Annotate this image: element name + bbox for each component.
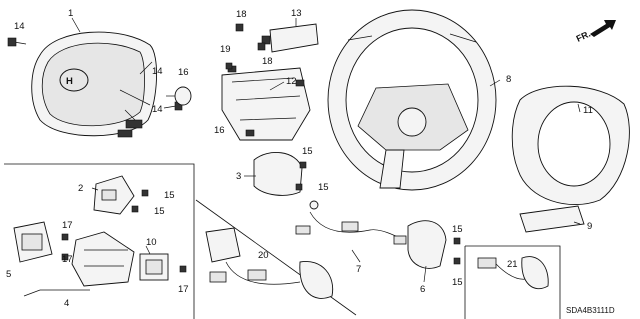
switch-bracket-assembly[interactable]	[221, 65, 311, 141]
label-1: 1	[68, 8, 73, 19]
harness-21[interactable]	[477, 256, 549, 290]
bolt-14-left-icon	[7, 37, 27, 47]
label-14b: 14	[152, 66, 163, 77]
label-12: 12	[286, 76, 297, 87]
screw-15-c-icon	[141, 189, 149, 197]
lower-cover-9[interactable]	[519, 205, 585, 233]
switch-assembly-5[interactable]	[13, 221, 53, 263]
label-15e: 15	[452, 224, 463, 235]
airbag-module[interactable]: H	[31, 31, 157, 138]
label-15d: 15	[154, 206, 165, 217]
label-6: 6	[420, 284, 425, 295]
label-14c: 14	[152, 104, 163, 115]
harness-20[interactable]	[205, 227, 334, 299]
screw-18-lower-icon	[257, 42, 266, 51]
label-15a: 15	[302, 146, 313, 157]
svg-text:H: H	[66, 76, 73, 87]
leader-lines	[23, 17, 581, 297]
label-15f: 15	[452, 277, 463, 288]
switch-assembly-4[interactable]	[71, 231, 135, 287]
screw-15-b-icon	[295, 183, 303, 191]
label-20: 20	[258, 250, 269, 261]
label-11: 11	[583, 105, 593, 116]
screw-15-e-icon	[453, 237, 461, 245]
label-14a: 14	[14, 21, 25, 32]
bracket-13[interactable]	[261, 23, 319, 53]
harness-7[interactable]	[295, 200, 407, 245]
label-17b: 17	[62, 254, 73, 265]
label-17a: 17	[62, 220, 73, 231]
screw-18-top-icon	[235, 23, 244, 32]
screw-17-c-icon	[179, 265, 187, 273]
label-16b: 16	[214, 125, 225, 136]
screw-17-a-icon	[61, 233, 69, 241]
label-18b: 18	[262, 56, 273, 67]
front-direction-arrow-icon	[590, 20, 616, 37]
honda-logo-icon	[59, 68, 89, 92]
label-10: 10	[146, 237, 157, 248]
steering-wheel[interactable]	[327, 9, 497, 191]
label-16a: 16	[178, 67, 189, 78]
screw-19-icon	[225, 62, 233, 70]
steering-rear-cover[interactable]	[511, 85, 630, 206]
screw-15-f-icon	[453, 257, 461, 265]
direction-label: FR.	[575, 29, 592, 44]
switch-cover-3[interactable]	[253, 152, 303, 196]
label-7: 7	[356, 264, 361, 275]
screw-15-d-icon	[131, 205, 139, 213]
label-5: 5	[6, 269, 11, 280]
label-8: 8	[506, 74, 511, 85]
label-4: 4	[64, 298, 69, 309]
label-21: 21	[507, 259, 518, 270]
part-labels: 1 2 3 4 5 6 7 8 9 10 11 12 13 14 14 14 1…	[6, 8, 593, 309]
switch-6[interactable]	[407, 220, 447, 269]
diagram-code: SDA4B3111D	[566, 306, 615, 315]
switch-10[interactable]	[139, 253, 169, 281]
label-18a: 18	[236, 9, 247, 20]
label-15c: 15	[164, 190, 175, 201]
label-15b: 15	[318, 182, 329, 193]
label-13: 13	[291, 8, 302, 19]
cancel-cap-16-icon	[166, 86, 192, 106]
cruise-switch-2[interactable]	[93, 175, 135, 215]
label-9: 9	[587, 221, 592, 232]
label-17c: 17	[178, 284, 189, 295]
label-3: 3	[236, 171, 241, 182]
label-2: 2	[78, 183, 83, 194]
label-19: 19	[220, 44, 231, 55]
screw-15-a-icon	[299, 161, 307, 169]
screw-17-b-icon	[61, 253, 69, 261]
